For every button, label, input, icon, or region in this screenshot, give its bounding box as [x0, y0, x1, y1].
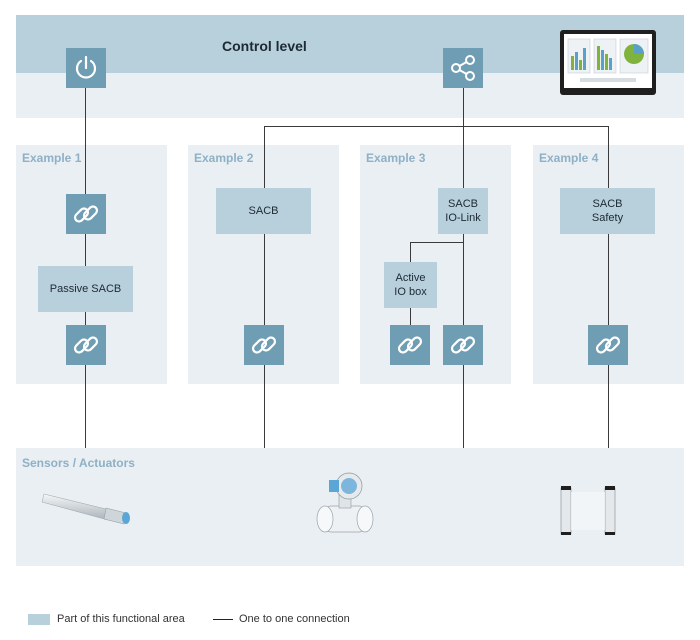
- link-icon: [66, 194, 106, 234]
- light-curtain-icon: [555, 484, 625, 536]
- power-icon: [66, 48, 106, 88]
- link-icon: [66, 325, 106, 365]
- proximity-sensor-icon: [40, 488, 136, 528]
- connection-line-example-2: [264, 126, 265, 448]
- sacb-iolink-box: SACB IO-Link: [438, 188, 488, 234]
- example-2-title: Example 2: [194, 151, 254, 165]
- flowmeter-icon: [305, 470, 385, 542]
- legend-area-label: Part of this functional area: [57, 613, 185, 625]
- passive-sacb-box: Passive SACB: [38, 266, 133, 312]
- link-icon: [390, 325, 430, 365]
- share-network-icon: [443, 48, 483, 88]
- legend-area-swatch: [28, 614, 50, 625]
- sensors-actuators-title: Sensors / Actuators: [22, 456, 135, 470]
- connection-line-iobox-branch: [410, 242, 464, 243]
- link-icon: [443, 325, 483, 365]
- link-icon: [244, 325, 284, 365]
- example-3-title: Example 3: [366, 151, 426, 165]
- legend-line-label: One to one connection: [239, 613, 350, 625]
- link-icon: [588, 325, 628, 365]
- connection-line-bus: [264, 126, 609, 127]
- control-level-title: Control level: [222, 38, 307, 54]
- example-4-title: Example 4: [539, 151, 599, 165]
- legend-line-sample: [213, 619, 233, 620]
- example-1-title: Example 1: [22, 151, 82, 165]
- connection-line-example-4: [608, 126, 609, 448]
- connection-line-hub: [463, 88, 464, 448]
- sacb-box: SACB: [216, 188, 311, 234]
- connection-line-example-1: [85, 76, 86, 448]
- sacb-safety-box: SACB Safety: [560, 188, 655, 234]
- active-iobox-box: Active IO box: [384, 262, 437, 308]
- monitor-dashboard-icon: [560, 30, 656, 95]
